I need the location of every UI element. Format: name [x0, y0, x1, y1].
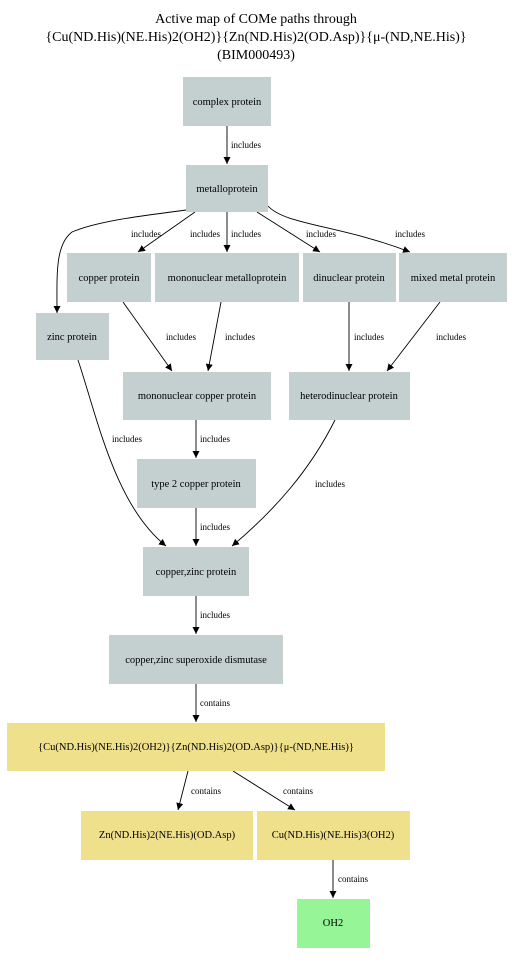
node-label: heterodinuclear protein [300, 391, 398, 402]
node-label: zinc protein [47, 332, 98, 343]
node-box [36, 313, 109, 360]
node-label: copper protein [79, 273, 141, 284]
edge-label: contains [338, 874, 368, 884]
node-box [303, 253, 396, 302]
node-box [183, 77, 271, 126]
edge-label: includes [315, 479, 345, 489]
node-label: copper,zinc superoxide dismutase [125, 655, 267, 666]
edge-mixed-to-heterodinuclear [386, 301, 441, 372]
node-heterodinuclear-protein[interactable]: heterodinuclear protein [289, 372, 410, 420]
edge-label: includes [200, 434, 230, 444]
node-label: mononuclear metalloprotein [168, 273, 287, 284]
node-box [155, 253, 299, 302]
node-box [289, 372, 410, 420]
edge-label: includes [231, 229, 261, 239]
node-dinuclear-protein[interactable]: dinuclear protein [303, 253, 396, 302]
node-label: mixed metal protein [411, 273, 496, 284]
node-box [81, 811, 253, 860]
edge-metallo-to-copper [137, 211, 196, 253]
edge-label: includes [354, 332, 384, 342]
edge-label: includes [436, 332, 466, 342]
edge-label: includes [166, 332, 196, 342]
edge-label: includes [112, 434, 142, 444]
edge-metallo-to-zinc [53, 209, 187, 314]
node-label: Cu(ND.His)(NE.His)3(OH2) [272, 830, 395, 841]
node-box [143, 547, 249, 596]
edges [53, 126, 441, 898]
node-box [123, 372, 271, 420]
node-label: metalloprotein [196, 184, 258, 195]
node-box [137, 459, 256, 508]
node-label: type 2 copper protein [151, 479, 241, 490]
edge-zinc-to-cuzn [77, 359, 167, 547]
node-cu-zn-superoxide-dismutase[interactable]: copper,zinc superoxide dismutase [109, 635, 283, 684]
node-label: OH2 [323, 918, 343, 929]
edge-label: includes [231, 140, 261, 150]
edge-label: includes [190, 229, 220, 239]
node-site[interactable]: {Cu(ND.His)(NE.His)2(OH2)}{Zn(ND.His)2(O… [7, 723, 385, 771]
node-mononuclear-metalloprotein[interactable]: mononuclear metalloprotein [155, 253, 299, 302]
edge-site-to-cu-site [232, 770, 296, 811]
node-box [7, 723, 385, 771]
node-box [109, 635, 283, 684]
node-oh2[interactable]: OH2 [297, 899, 370, 948]
node-label: {Cu(ND.His)(NE.His)2(OH2)}{Zn(ND.His)2(O… [38, 742, 354, 753]
node-label: complex protein [193, 97, 262, 108]
node-type2-copper-protein[interactable]: type 2 copper protein [137, 459, 256, 508]
diagram-title-line2: {Cu(ND.His)(NE.His)2(OH2)}{Zn(ND.His)2(O… [45, 30, 466, 45]
edge-label: contains [191, 786, 221, 796]
node-complex-protein[interactable]: complex protein [183, 77, 271, 126]
edge-copper-to-mono-copper [122, 301, 173, 372]
node-box [297, 899, 370, 948]
node-copper-zinc-protein[interactable]: copper,zinc protein [143, 547, 249, 596]
edge-mono-metallo-to-mono-copper [205, 301, 222, 372]
diagram-title-line1: Active map of COMe paths through [155, 12, 357, 27]
node-mononuclear-copper-protein[interactable]: mononuclear copper protein [123, 372, 271, 420]
edge-label: includes [395, 229, 425, 239]
edge-label: includes [131, 229, 161, 239]
node-mixed-metal-protein[interactable]: mixed metal protein [399, 253, 507, 302]
edge-label: contains [283, 786, 313, 796]
edge-metallo-to-dinuclear [256, 211, 321, 253]
edge-label: includes [225, 332, 255, 342]
edge-metallo-to-mixed [267, 205, 411, 253]
node-copper-protein[interactable]: copper protein [67, 253, 151, 302]
edge-heterodinuclear-to-cuzn [231, 419, 336, 547]
node-box [67, 253, 151, 302]
node-zinc-protein[interactable]: zinc protein [36, 313, 109, 360]
edge-labels: includes includes includes includes incl… [112, 140, 466, 884]
node-box [399, 253, 507, 302]
edge-site-to-zn-site [176, 770, 189, 811]
edge-label: includes [306, 229, 336, 239]
node-metalloprotein[interactable]: metalloprotein [186, 165, 268, 212]
node-label: copper,zinc protein [156, 567, 237, 578]
edge-label: contains [200, 698, 230, 708]
edge-label: includes [200, 522, 230, 532]
node-zn-site[interactable]: Zn(ND.His)2(NE.His)(OD.Asp) [81, 811, 253, 860]
node-box [257, 811, 410, 860]
diagram-title-line3: (BIM000493) [217, 48, 295, 63]
node-label: dinuclear protein [313, 273, 385, 284]
edge-label: includes [200, 610, 230, 620]
node-label: mononuclear copper protein [138, 391, 257, 402]
node-cu-site[interactable]: Cu(ND.His)(NE.His)3(OH2) [257, 811, 410, 860]
node-label: Zn(ND.His)2(NE.His)(OD.Asp) [99, 830, 236, 841]
node-box [186, 165, 268, 212]
